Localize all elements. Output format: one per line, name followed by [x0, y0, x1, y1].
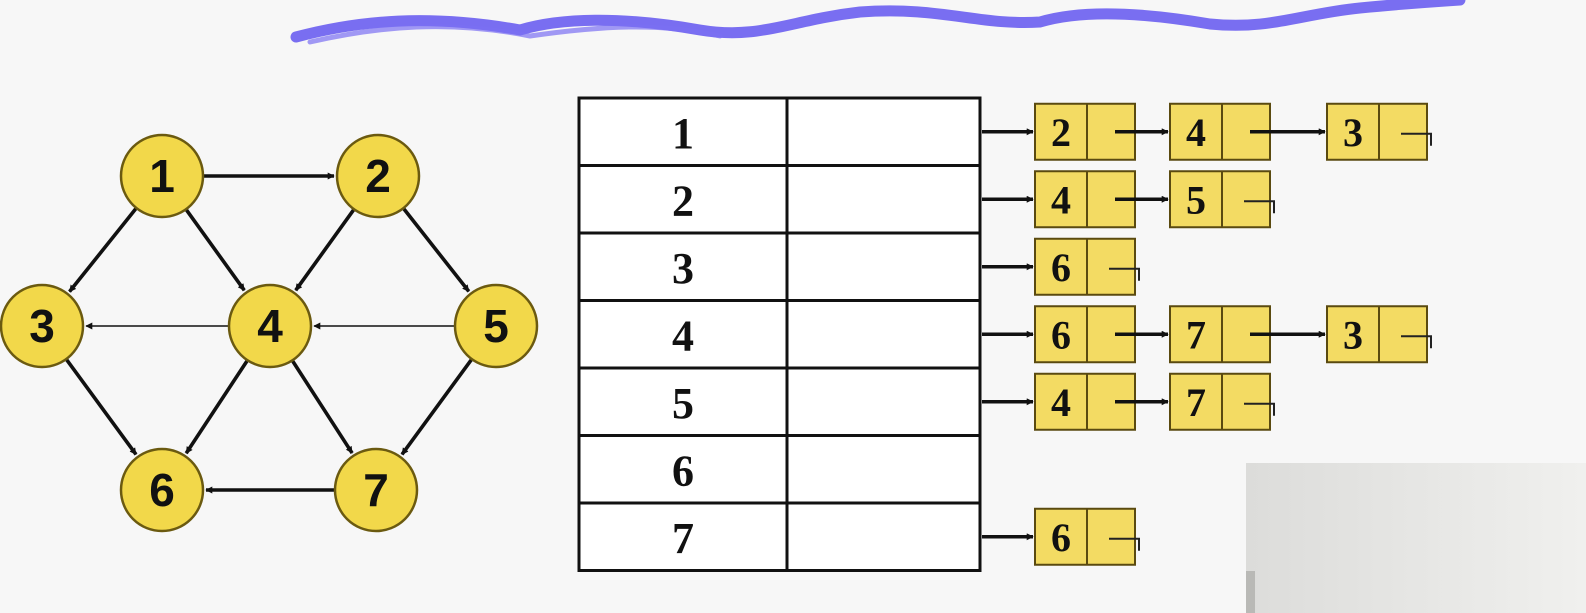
graph-node-label: 1: [149, 150, 175, 202]
graph-node-6: 6: [119, 447, 205, 533]
graph-node-label: 5: [483, 300, 509, 352]
graph-node-circle: [227, 283, 313, 369]
list-node-box: [1169, 170, 1271, 229]
graph-node-label: 3: [29, 300, 55, 352]
scribble-decoration: [290, 0, 1466, 43]
list-node-label: 3: [1343, 312, 1363, 357]
null-pointer-symbol: [1401, 132, 1432, 146]
list-node-label: 7: [1186, 380, 1206, 425]
graph-edges: [65, 172, 473, 494]
graph-node-circle: [335, 133, 421, 219]
list-node-6: 6: [1034, 237, 1140, 296]
list-node-4: 4: [1034, 372, 1169, 431]
graph-nodes: 1 2 3 4 5 6 7: [0, 133, 539, 533]
graph-edge-4-6: [184, 360, 249, 455]
graph-edge-4-7: [291, 360, 354, 455]
graph-edge-1-3: [68, 207, 138, 293]
null-pointer-symbol: [1109, 267, 1140, 281]
camera-overlay-edge: [1246, 571, 1255, 613]
scribble-decoration-2: [307, 24, 723, 45]
list-node-3: 3: [1326, 305, 1432, 364]
vertex-label: 7: [672, 514, 694, 563]
list-node-box: [1169, 372, 1271, 431]
graph-node-circle: [119, 447, 205, 533]
list-node-label: 7: [1186, 312, 1206, 357]
vertex-label: 4: [672, 311, 694, 360]
list-node-7: 7: [1169, 372, 1275, 431]
adjacency-row-5: 5 4 7: [672, 372, 1275, 431]
list-node-4: 4: [1034, 170, 1169, 229]
list-node-2: 2: [1034, 102, 1169, 161]
graph-node-2: 2: [335, 133, 421, 219]
list-node-4: 4: [1169, 102, 1326, 161]
graph-node-circle: [333, 447, 419, 533]
adjacency-row-2: 2 4 5: [672, 170, 1275, 229]
graph-edge-5-7: [400, 358, 473, 456]
adjacency-row-4: 4 6 7 3: [672, 305, 1432, 364]
vertex-label: 6: [672, 446, 694, 495]
graph-node-label: 2: [365, 150, 391, 202]
camera-overlay: [1246, 463, 1586, 613]
graph-edge-3-6: [65, 358, 138, 456]
graph-node-3: 3: [0, 283, 85, 369]
adjacency-table: [577, 96, 982, 572]
graph-node-4: 4: [227, 283, 313, 369]
table-frame: [577, 96, 982, 572]
list-node-6: 6: [1034, 507, 1140, 566]
list-node-label: 3: [1343, 110, 1363, 155]
vertex-label: 2: [672, 176, 694, 225]
list-node-box: [1034, 507, 1136, 566]
graph-edge-2-5: [402, 207, 471, 293]
list-node-box: [1034, 237, 1136, 296]
list-node-3: 3: [1326, 102, 1432, 161]
list-node-box: [1326, 305, 1428, 364]
graph-node-label: 7: [363, 464, 389, 516]
list-node-7: 7: [1169, 305, 1326, 364]
graph-node-circle: [119, 133, 205, 219]
vertex-label: 3: [672, 244, 694, 293]
null-pointer-symbol: [1244, 402, 1275, 416]
graph-node-7: 7: [333, 447, 419, 533]
list-node-box: [1326, 102, 1428, 161]
graph-edge-1-4: [185, 209, 246, 292]
list-node-6: 6: [1034, 305, 1169, 364]
list-node-label: 4: [1186, 110, 1206, 155]
list-node-label: 5: [1186, 177, 1206, 222]
graph-edge-2-4: [294, 209, 355, 292]
list-node-label: 6: [1051, 245, 1071, 290]
graph-node-label: 4: [257, 300, 283, 352]
adjacency-row-1: 1 2 4 3: [672, 102, 1432, 161]
adjacency-row-6: 6: [672, 446, 694, 495]
null-pointer-symbol: [1244, 200, 1275, 214]
vertex-label: 5: [672, 379, 694, 428]
list-node-label: 6: [1051, 312, 1071, 357]
graph-node-circle: [453, 283, 539, 369]
list-node-label: 6: [1051, 515, 1071, 560]
graph-node-circle: [0, 283, 85, 369]
list-node-label: 2: [1051, 110, 1071, 155]
list-node-5: 5: [1169, 170, 1275, 229]
graph-node-5: 5: [453, 283, 539, 369]
null-pointer-symbol: [1401, 335, 1432, 349]
list-node-label: 4: [1051, 177, 1071, 222]
vertex-label: 1: [672, 109, 694, 158]
graph-node-label: 6: [149, 464, 175, 516]
list-node-label: 4: [1051, 380, 1071, 425]
graph-node-1: 1: [119, 133, 205, 219]
null-pointer-symbol: [1109, 537, 1140, 551]
